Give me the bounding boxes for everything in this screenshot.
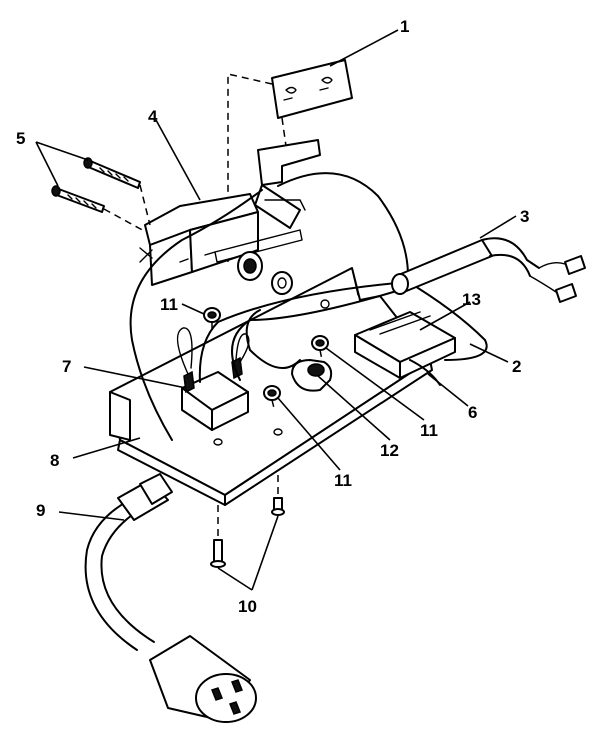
grommet-and-nut [237,251,293,295]
callout-4: 4 [148,107,158,126]
callout-1: 1 [400,17,409,36]
callout-6: 6 [468,403,477,422]
internal-wiring [129,172,488,441]
leader-lines [35,29,517,591]
callout-8: 8 [50,451,59,470]
plug-cord-part-9 [84,473,257,723]
terminal-block-part-7 [176,327,250,431]
callout-3: 3 [520,207,529,226]
callout-10: 10 [238,597,257,616]
callout-11-top: 11 [160,295,178,314]
callout-9: 9 [36,501,45,520]
callout-12: 12 [380,441,399,460]
lamp-socket-part-12 [291,359,333,392]
base-plate-part-8 [109,267,433,506]
nuts-part-11 [203,307,329,409]
mounting-screws-part-10 [210,475,285,568]
callout-11-bottom: 11 [334,471,352,490]
callout-11-right: 11 [420,421,438,440]
power-cord-part-3 [391,237,586,303]
callout-2: 2 [512,357,521,376]
screws-part-5 [51,157,151,233]
callout-13: 13 [462,290,481,309]
callout-7: 7 [62,357,71,376]
callout-5: 5 [16,129,25,148]
